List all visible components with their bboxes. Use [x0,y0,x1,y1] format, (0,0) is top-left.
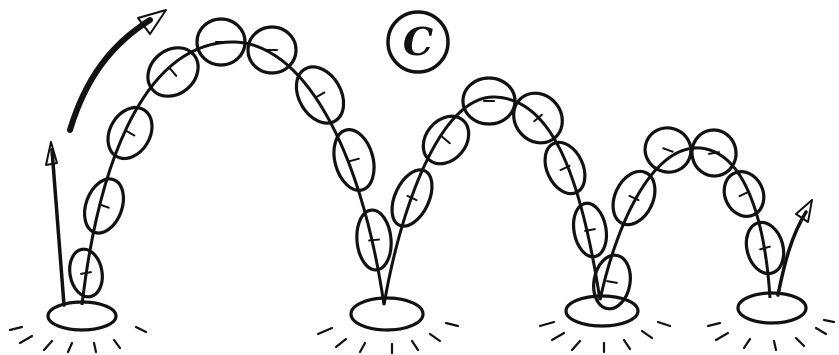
ball-19 [688,127,739,180]
ball-tick [126,131,135,136]
ball-tick [607,281,617,283]
splash-mark-3-1 [540,322,554,326]
splash-mark-1-5 [114,340,120,348]
splash-mark-4-5 [796,338,804,346]
ball-9 [354,209,393,272]
splash-mark-2-6 [430,334,440,341]
ball-tick [349,159,359,162]
splash-mark-3-5 [624,340,630,349]
ball-6 [248,27,296,73]
ball-21 [741,218,789,278]
ball-tick [170,68,176,76]
splash-mark-3-2 [552,333,564,340]
splash-mark-4-2 [716,333,728,340]
splash-mark-2-3 [360,343,365,352]
ball-tick [663,148,672,151]
splash-mark-4-3 [744,339,750,348]
splash-mark-1-6 [136,327,146,332]
splash-mark-2-7 [446,323,458,326]
ball-tick [739,192,748,196]
ground-contact-marks [10,320,834,353]
landing-ellipse-4 [738,293,806,323]
ball-tick [760,247,770,250]
ball-10 [384,164,440,233]
ball-tick [81,272,91,274]
ball-2 [78,174,131,239]
splash-mark-2-2 [336,339,346,347]
figure-label: C [388,12,448,72]
splash-mark-3-6 [642,331,652,338]
splash-mark-2-1 [318,328,332,334]
ball-tick [369,240,379,241]
ball-tick [316,93,325,98]
splash-mark-2-5 [412,341,418,350]
motion-arc-arrow-shaft [70,20,150,130]
landing-ellipse-2 [351,298,423,330]
landing-squash-ellipses [48,293,806,330]
ball-14 [537,136,592,200]
ball-7 [287,59,353,132]
splash-mark-3-3 [572,341,580,350]
splash-mark-4-6 [816,328,826,334]
ball-17 [605,165,663,232]
splash-mark-1-1 [20,336,32,343]
landing-ellipse-1 [48,302,116,330]
splash-mark-1-2 [44,341,52,350]
exit-arrowhead [796,200,812,222]
launch-arrow-shaft [52,150,64,305]
label-letter: C [403,19,433,64]
splash-mark-1-4 [94,343,96,352]
ball-1 [66,247,106,300]
splash-mark-4-7 [824,320,834,322]
landing-ellipse-3 [566,296,638,326]
ball-3 [99,100,161,167]
splash-mark-1-7 [10,327,22,330]
splash-mark-4-1 [708,323,720,326]
splash-mark-4-4 [774,341,776,350]
splash-mark-1-3 [68,343,72,352]
ball-12 [463,78,515,124]
ball-tick [442,137,450,143]
splash-mark-3-7 [658,322,670,326]
